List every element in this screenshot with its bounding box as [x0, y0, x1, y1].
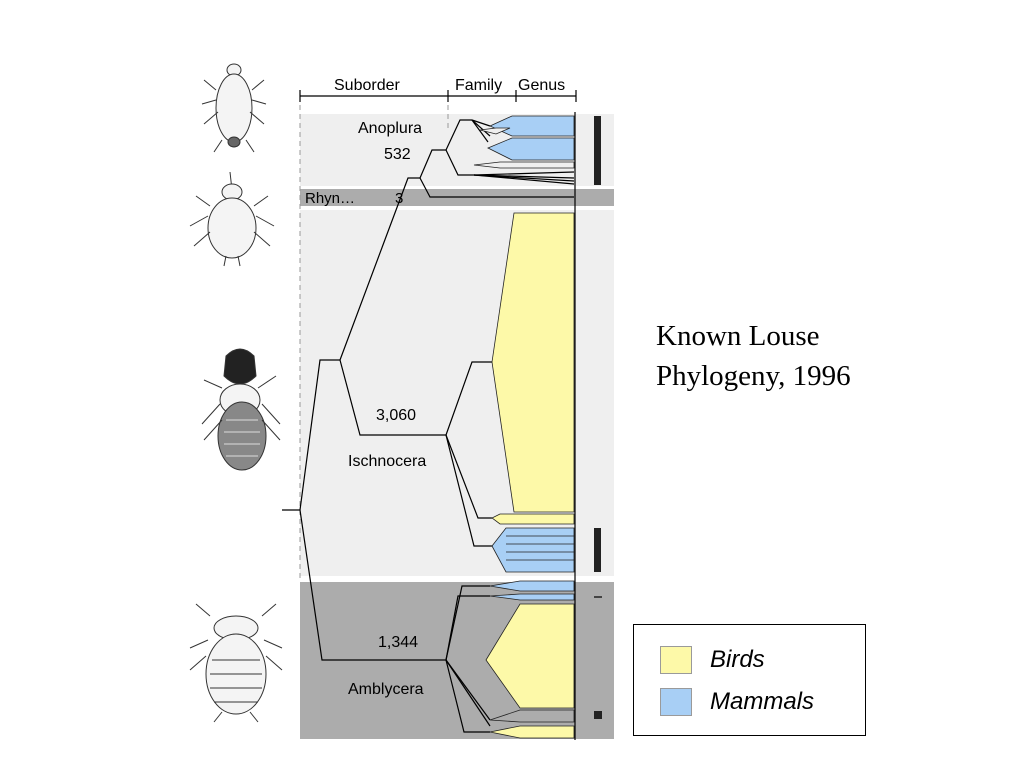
- clade-anoplura-count: 532: [384, 146, 411, 163]
- louse-illustration-anoplura: [201, 63, 267, 153]
- title-line-2: Phylogeny, 1996: [656, 360, 851, 392]
- legend-swatch-mammals: [660, 688, 692, 716]
- header-genus: Genus: [518, 77, 565, 94]
- slide-title: Known Louse Phylogeny, 1996: [656, 316, 986, 396]
- louse-illustration-amblycera: [189, 603, 283, 723]
- host-legend: Birds Mammals: [633, 624, 866, 736]
- indicator-bar-amblycera-b: [594, 711, 602, 719]
- indicator-bar-anoplura: [594, 116, 601, 185]
- clade-ischnocera-name: Ischnocera: [348, 453, 426, 470]
- amblycera-wedges: [485, 580, 575, 739]
- legend-label-mammals: Mammals: [710, 688, 815, 715]
- anoplura-wedges: [473, 115, 575, 169]
- title-line-1: Known Louse: [656, 320, 820, 352]
- header-suborder: Suborder: [334, 77, 400, 94]
- legend-label-birds: Birds: [710, 646, 765, 673]
- legend-row-birds: Birds: [660, 645, 765, 675]
- legend-swatch-birds: [660, 646, 692, 674]
- louse-illustration-ischnocera: [201, 348, 281, 471]
- clade-ischnocera-count: 3,060: [376, 407, 416, 424]
- clade-rhyncho-count: 3: [395, 190, 403, 207]
- legend-row-mammals: Mammals: [660, 687, 814, 717]
- tree-branches: [282, 119, 575, 733]
- header-family: Family: [455, 77, 502, 94]
- ischnocera-wedges: [491, 212, 575, 573]
- clade-anoplura-name: Anoplura: [358, 120, 422, 137]
- clade-rhyncho-name: Rhyn…: [305, 190, 355, 207]
- clade-amblycera-name: Amblycera: [348, 681, 424, 698]
- indicator-bar-ischnocera-mammal: [594, 528, 601, 572]
- indicator-bar-amblycera-a: [594, 596, 602, 598]
- louse-illustration-rhyncophthirina: [189, 171, 275, 267]
- header-bracket: [299, 90, 577, 102]
- clade-amblycera-count: 1,344: [378, 634, 418, 651]
